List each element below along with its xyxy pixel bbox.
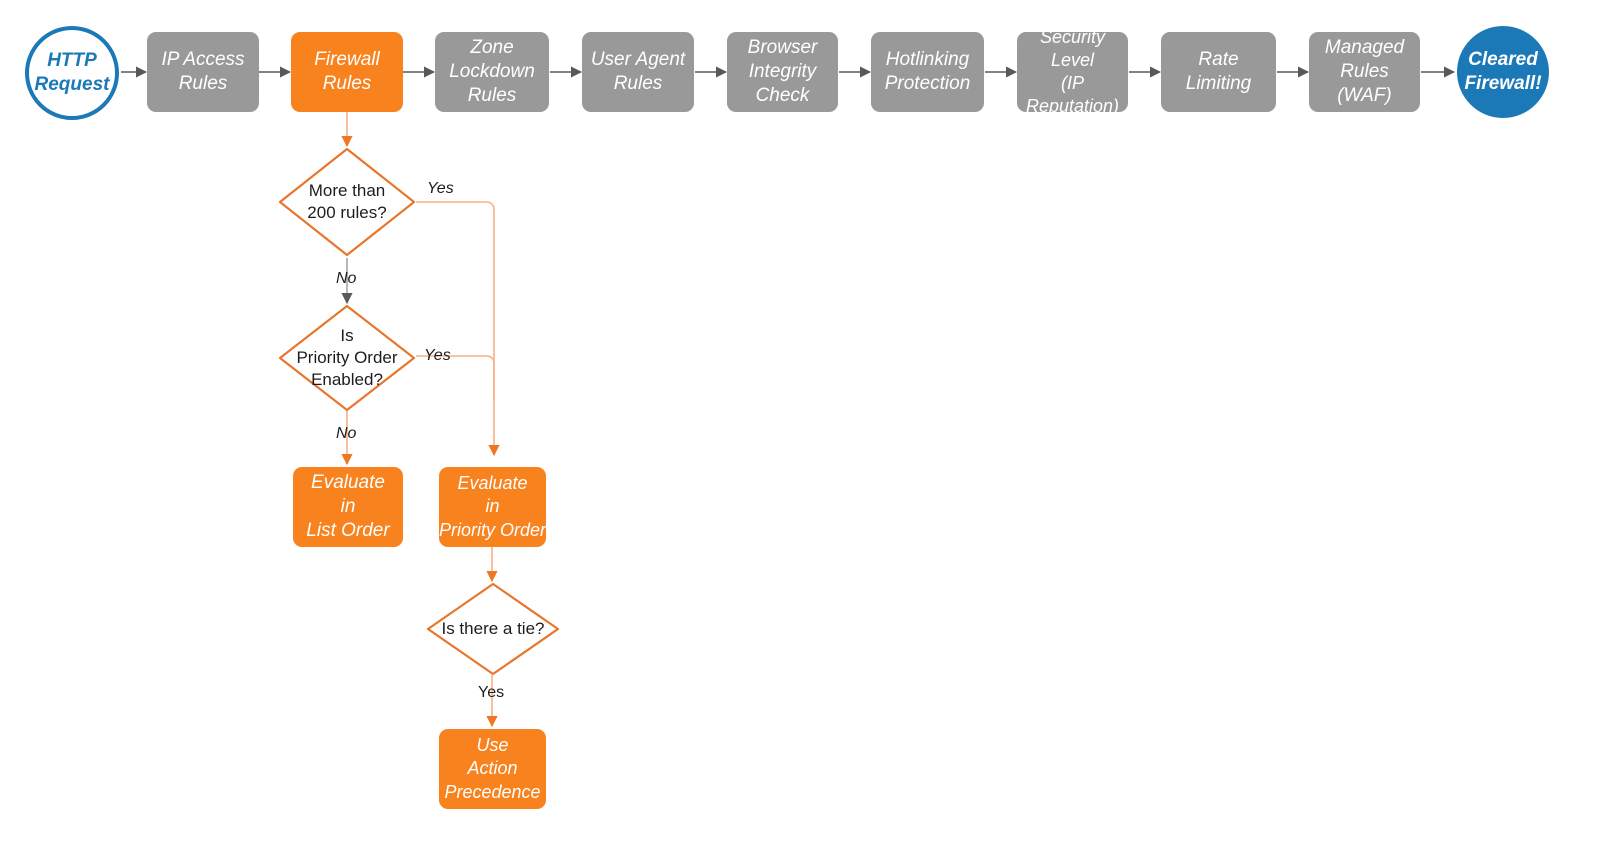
decision-is-there-a-tie[interactable]: Is there a tie? — [425, 581, 561, 677]
node-ip-access-rules[interactable]: IP Access Rules — [147, 32, 259, 112]
edge-decision1-yes — [416, 201, 500, 457]
decision-priority-order-enabled[interactable]: Is Priority Order Enabled? — [277, 303, 417, 413]
node-use-action-precedence[interactable]: Use Action Precedence — [439, 729, 546, 809]
node-label: Hotlinking Protection — [884, 48, 971, 94]
node-label: IP Access Rules — [161, 48, 245, 94]
node-firewall-rules[interactable]: Firewall Rules — [291, 32, 403, 112]
node-label: Use Action Precedence — [444, 735, 541, 802]
decision-label: Is Priority Order Enabled? — [296, 325, 398, 390]
node-browser-integrity-check[interactable]: Browser Integrity Check — [727, 32, 838, 112]
node-zone-lockdown-rules[interactable]: Zone Lockdown Rules — [435, 32, 549, 112]
diamond-shape — [426, 582, 560, 676]
node-label: Rate Limiting — [1185, 48, 1252, 94]
edge-label-priority-order-no: No — [336, 425, 357, 442]
decision-label: More than 200 rules? — [307, 180, 387, 222]
node-label: Managed Rules (WAF) — [1324, 36, 1405, 107]
diamond-shape — [278, 147, 416, 257]
edge-label-priority-order-yes: Yes — [424, 347, 451, 364]
node-label: User Agent Rules — [590, 48, 686, 94]
node-label: HTTP Request — [34, 49, 110, 95]
node-evaluate-priority-order[interactable]: Evaluate in Priority Order — [439, 467, 546, 547]
node-security-level[interactable]: Security Level (IP Reputation) — [1017, 27, 1128, 116]
node-hotlinking-protection[interactable]: Hotlinking Protection — [871, 32, 984, 112]
edge-label-more-than-200-yes: Yes — [427, 180, 454, 197]
node-label: Cleared Firewall! — [1464, 48, 1542, 94]
node-user-agent-rules[interactable]: User Agent Rules — [582, 32, 694, 112]
node-label: Firewall Rules — [314, 48, 380, 94]
edge-label-tie-yes: Yes — [478, 684, 505, 701]
node-label: Security Level (IP Reputation) — [1025, 26, 1120, 117]
decision-label: Is there a tie? — [441, 618, 545, 638]
node-evaluate-list-order[interactable]: Evaluate in List Order — [293, 467, 403, 547]
node-managed-rules-waf[interactable]: Managed Rules (WAF) — [1309, 32, 1420, 112]
node-http-request[interactable]: HTTP Request — [25, 26, 119, 120]
node-cleared-firewall[interactable]: Cleared Firewall! — [1457, 26, 1549, 118]
decision-more-than-200-rules[interactable]: More than 200 rules? — [277, 146, 417, 258]
node-label: Evaluate in List Order — [306, 471, 390, 542]
node-label: Evaluate in Priority Order — [439, 473, 547, 540]
node-rate-limiting[interactable]: Rate Limiting — [1161, 32, 1276, 112]
diamond-shape — [278, 304, 416, 412]
node-label: Zone Lockdown Rules — [449, 36, 535, 107]
edge-label-more-than-200-no: No — [336, 270, 357, 287]
node-label: Browser Integrity Check — [747, 36, 818, 107]
